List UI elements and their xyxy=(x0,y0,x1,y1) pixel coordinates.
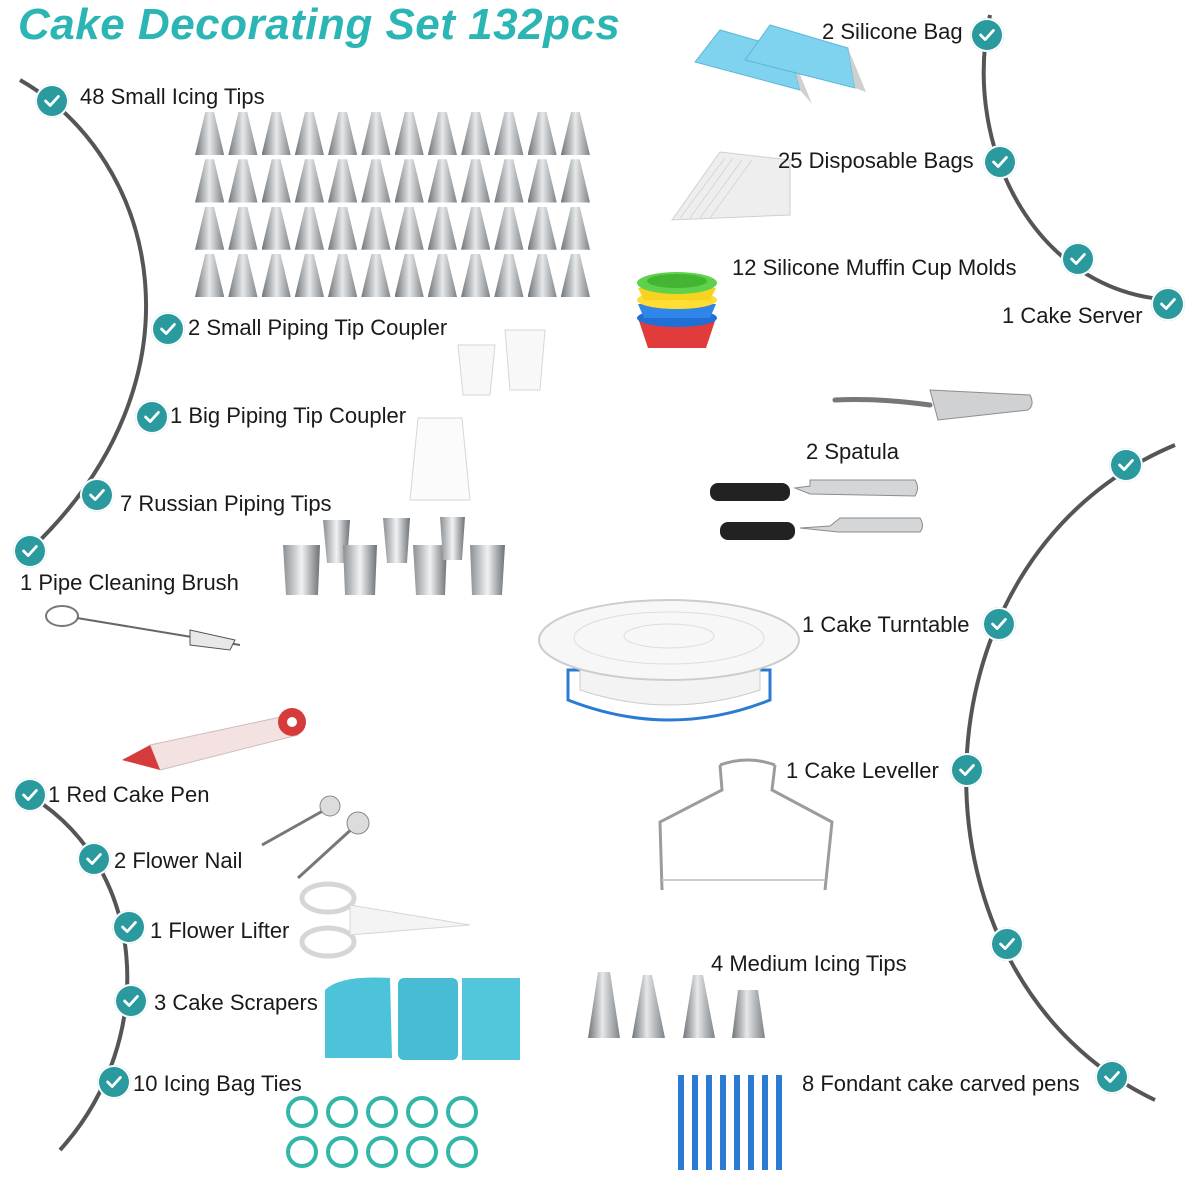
check-circle-icon xyxy=(982,607,1016,641)
check-circle-icon xyxy=(1061,242,1095,276)
right-lower-arc xyxy=(964,443,1176,1102)
turntable-image xyxy=(538,599,800,722)
russian-tips-image xyxy=(283,517,505,595)
label-big-coupler: 1 Big Piping Tip Coupler xyxy=(170,403,407,428)
label-flower-lifter: 1 Flower Lifter xyxy=(150,918,290,943)
check-circle-icon xyxy=(1151,287,1185,321)
left-lower-arc xyxy=(19,788,130,1152)
check-circle-icon xyxy=(950,753,984,787)
icing-bag-ties-image xyxy=(286,1096,478,1168)
big-coupler-image xyxy=(409,417,471,501)
label-flower-nail: 2 Flower Nail xyxy=(114,848,243,873)
label-small-icing-tips: 48 Small Icing Tips xyxy=(80,84,265,109)
check-circle-icon xyxy=(990,927,1024,961)
check-circle-icon xyxy=(151,312,185,346)
label-cleaning-brush: 1 Pipe Cleaning Brush xyxy=(20,570,239,595)
label-russian-tips: 7 Russian Piping Tips xyxy=(120,491,332,516)
flower-lifter-image xyxy=(299,881,471,959)
muffin-molds-image xyxy=(637,272,717,348)
check-circle-icon xyxy=(983,145,1017,179)
cleaning-brush-image xyxy=(45,605,241,651)
fondant-pens-image xyxy=(678,1075,782,1170)
small-icing-tips-grid xyxy=(195,112,590,297)
label-small-coupler: 2 Small Piping Tip Coupler xyxy=(188,315,448,340)
page-title: Cake Decorating Set 132pcs xyxy=(18,0,621,49)
medium-tips-image xyxy=(588,972,765,1038)
label-leveller: 1 Cake Leveller xyxy=(786,758,939,783)
right-upper-arc xyxy=(981,14,1181,302)
silicone-bags-image xyxy=(694,24,866,104)
check-circle-icon xyxy=(112,910,146,944)
check-circle-icon xyxy=(970,18,1004,52)
check-circle-icon xyxy=(114,984,148,1018)
cake-scrapers-image xyxy=(325,977,520,1060)
check-circle-icon xyxy=(35,84,69,118)
check-circle-icon xyxy=(13,778,47,812)
check-circle-icon xyxy=(97,1065,131,1099)
check-circle-icon xyxy=(13,534,47,568)
check-circle-icon xyxy=(1095,1060,1129,1094)
label-icing-bag-ties: 10 Icing Bag Ties xyxy=(133,1071,302,1096)
label-medium-tips: 4 Medium Icing Tips xyxy=(711,951,907,976)
cake-server-image xyxy=(832,389,1033,421)
label-muffin-molds: 12 Silicone Muffin Cup Molds xyxy=(732,255,1017,280)
check-circle-icon xyxy=(77,842,111,876)
small-couplers-image xyxy=(457,329,546,396)
check-circle-icon xyxy=(135,400,169,434)
label-spatula: 2 Spatula xyxy=(806,439,899,464)
left-upper-arc xyxy=(19,78,149,552)
label-turntable: 1 Cake Turntable xyxy=(802,612,970,637)
check-circle-icon xyxy=(1109,448,1143,482)
spatula-image xyxy=(710,479,923,540)
label-cake-scrapers: 3 Cake Scrapers xyxy=(154,990,318,1015)
label-silicone-bag: 2 Silicone Bag xyxy=(822,19,963,44)
label-cake-server: 1 Cake Server xyxy=(1002,303,1143,328)
red-cake-pen-image xyxy=(122,708,306,771)
check-circle-icon xyxy=(80,478,114,512)
cake-leveller-image xyxy=(658,758,834,891)
label-red-cake-pen: 1 Red Cake Pen xyxy=(48,782,210,807)
label-fondant-pens: 8 Fondant cake carved pens xyxy=(802,1071,1080,1096)
label-disposable-bags: 25 Disposable Bags xyxy=(778,148,974,173)
flower-nail-image xyxy=(261,795,370,880)
disposable-bags-image xyxy=(671,151,791,221)
